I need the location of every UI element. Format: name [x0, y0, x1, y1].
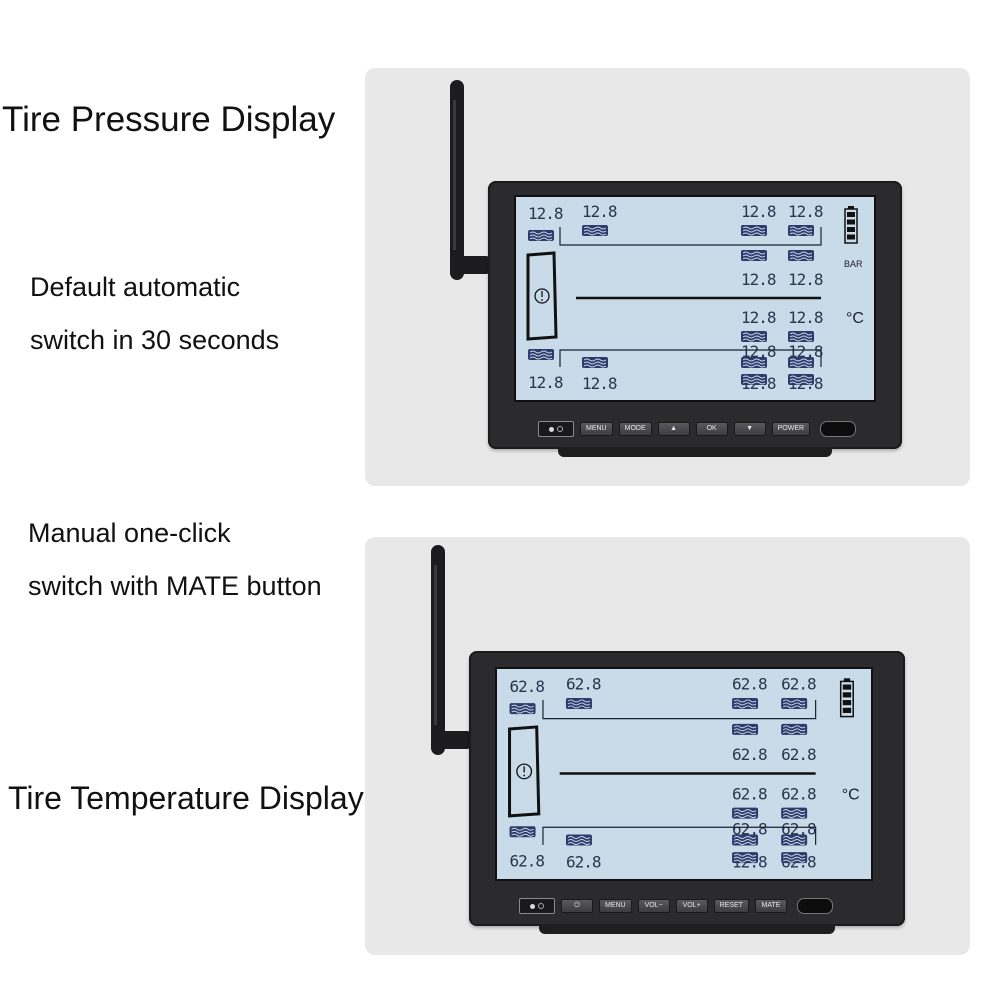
device-button-[interactable]: ⏻ [561, 899, 593, 913]
pressure-title: Tire Pressure Display [2, 100, 336, 139]
battery-icon [844, 206, 858, 244]
tire-icon [732, 697, 759, 709]
light-sensor-icon [519, 898, 555, 914]
device-button-mode[interactable]: MODE [618, 422, 652, 436]
tire-icon [741, 374, 767, 385]
tire-reading: 12.8 [582, 202, 617, 221]
temperature-lcd-layout: 62.8 62.8 62.8 62.8 62.8 62.8 62.8 62.8 62.8 62.8… [508, 675, 860, 872]
tire-icon [565, 697, 592, 709]
tire-icon [781, 834, 808, 846]
temperature-unit: °C [846, 310, 864, 327]
battery-icon [839, 678, 854, 718]
tire-reading: 12.8 [582, 374, 617, 393]
device-button-reset[interactable]: RESET [713, 899, 749, 913]
tire-icon [781, 807, 808, 819]
tire-icon [582, 357, 608, 368]
tire-icon [732, 834, 759, 846]
device-button-vol[interactable]: VOL− [637, 899, 670, 913]
tire-icon [788, 374, 814, 385]
tire-icon [788, 357, 814, 368]
tire-reading: 12.8 [741, 270, 776, 289]
device-button-[interactable]: ▼ [733, 422, 766, 436]
tpms-warning-icon [526, 251, 558, 341]
tire-reading: 62.8 [732, 745, 767, 764]
ir-sensor-window [796, 898, 833, 914]
temperature-title: Tire Temperature Display [8, 780, 364, 816]
tire-reading: 62.8 [781, 784, 816, 803]
monitor-stand [558, 447, 832, 457]
tire-icon [781, 852, 808, 864]
tire-icon [741, 225, 767, 236]
monitor-stand [539, 924, 835, 934]
tire-icon [528, 349, 554, 360]
tire-reading: 62.8 [781, 675, 816, 694]
temperature-unit: °C [842, 786, 860, 803]
tire-icon [732, 852, 759, 864]
tire-reading: 62.8 [566, 675, 601, 694]
tpms-warning-icon [508, 725, 541, 818]
tire-icon [788, 225, 814, 236]
tire-icon [788, 331, 814, 342]
pressure-panel: 12.8 12.8 12.8 12.8 12.8 12.8 12.8 12.8 12.8 12.8… [365, 68, 970, 486]
pressure-lcd-layout: 12.8 12.8 12.8 12.8 12.8 12.8 12.8 12.8 12.8 12.8… [526, 202, 864, 393]
device-button-power[interactable]: POWER [771, 422, 811, 436]
tire-reading: 12.8 [788, 308, 823, 327]
device-button-menu[interactable]: MENU [580, 422, 613, 436]
tire-reading: 62.8 [732, 820, 767, 839]
device-button-vol[interactable]: VOL+ [675, 899, 708, 913]
tire-reading: 12.8 [528, 204, 563, 223]
auto-switch-line1: Default automatic [30, 272, 241, 302]
tire-icon [741, 331, 767, 342]
temperature-lcd: 62.8 62.8 62.8 62.8 62.8 62.8 62.8 62.8 62.8 62.8… [495, 667, 873, 881]
light-sensor-icon [538, 421, 574, 437]
temperature-panel: 62.8 62.8 62.8 62.8 62.8 62.8 62.8 62.8 62.8 62.8… [365, 537, 970, 955]
tire-icon [528, 230, 554, 241]
tire-reading: 12.8 [788, 202, 823, 221]
antenna-icon [431, 545, 471, 755]
device-button-[interactable]: ▲ [657, 422, 690, 436]
tire-icon [509, 703, 536, 715]
pressure-lcd: 12.8 12.8 12.8 12.8 12.8 12.8 12.8 12.8 12.8 12.8… [514, 195, 876, 402]
tire-reading: 12.8 [788, 270, 823, 289]
ir-sensor-window [820, 421, 857, 437]
tire-reading: 62.8 [781, 745, 816, 764]
device-button-ok[interactable]: OK [695, 422, 728, 436]
tire-reading: 62.8 [510, 852, 545, 871]
tire-icon [582, 225, 608, 236]
tire-icon [565, 834, 592, 846]
tire-reading: 62.8 [732, 784, 767, 803]
temperature-monitor: 62.8 62.8 62.8 62.8 62.8 62.8 62.8 62.8 62.8 62.8… [469, 651, 905, 934]
device-button-menu[interactable]: MENU [599, 899, 632, 913]
tire-reading: 62.8 [510, 677, 545, 696]
tire-reading: 62.8 [566, 853, 601, 872]
antenna-icon [450, 80, 490, 280]
tire-icon [781, 723, 808, 735]
tire-icon [781, 697, 808, 709]
device-button-mate[interactable]: MATE [754, 899, 787, 913]
tire-icon [732, 723, 759, 735]
pressure-unit: BAR [844, 259, 863, 269]
tire-reading: 12.8 [741, 342, 776, 361]
tire-reading: 12.8 [741, 202, 776, 221]
tire-reading: 12.8 [741, 308, 776, 327]
manual-switch-line1: Manual one-click [28, 518, 231, 548]
tire-reading: 12.8 [528, 373, 563, 392]
tire-reading: 62.8 [781, 820, 816, 839]
pressure-button-bar: MENU MODE ▲ OK ▼ POWER [538, 419, 857, 439]
manual-switch-line2: switch with MATE button [28, 571, 322, 601]
tire-icon [741, 357, 767, 368]
pressure-monitor: 12.8 12.8 12.8 12.8 12.8 12.8 12.8 12.8 12.8 12.8… [488, 181, 902, 457]
temperature-button-bar: ⏻ MENU VOL− VOL+ RESET MATE [519, 896, 833, 916]
tire-icon [741, 250, 767, 261]
auto-switch-line2: switch in 30 seconds [30, 325, 280, 355]
tire-reading: 62.8 [732, 675, 767, 694]
tire-reading: 12.8 [788, 342, 823, 361]
tire-icon [509, 826, 536, 838]
tire-icon [732, 807, 759, 819]
tire-icon [788, 250, 814, 261]
